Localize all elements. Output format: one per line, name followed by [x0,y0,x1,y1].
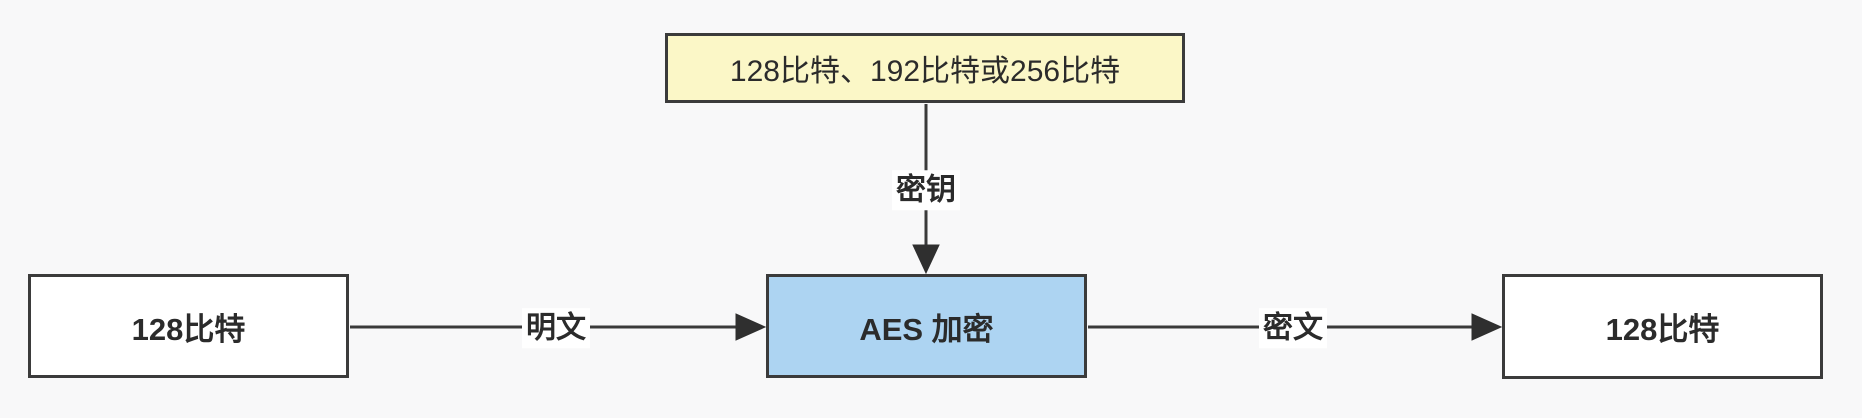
aes-encrypt-node: AES 加密 [766,274,1087,378]
input-block-label: 128比特 [131,311,246,347]
key-size-node: 128比特、192比特或256比特 [665,33,1185,103]
ciphertext-edge-label: 密文 [1259,308,1327,348]
plaintext-edge-label: 明文 [522,308,590,348]
output-block-label: 128比特 [1605,312,1720,347]
input-block-node: 128比特 [28,274,349,378]
output-block-node: 128比特 [1502,274,1823,379]
key-edge-label: 密钥 [892,170,960,210]
key-size-label: 128比特、192比特或256比特 [729,55,1121,88]
aes-encrypt-label: AES 加密 [859,311,994,347]
